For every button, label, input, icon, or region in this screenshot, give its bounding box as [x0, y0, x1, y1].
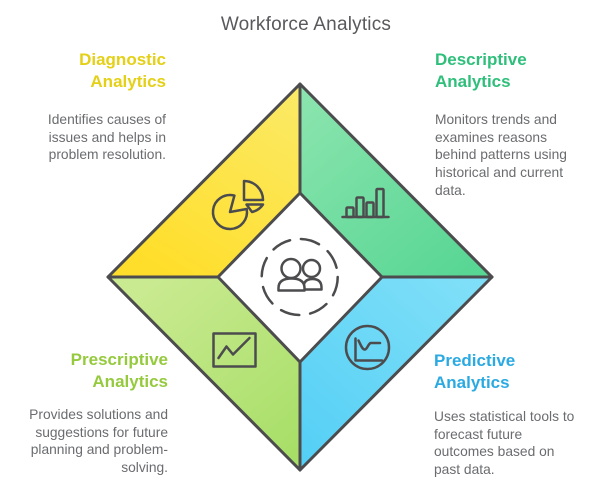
prescriptive-analytics-description: Provides solutions and suggestions for f…: [29, 407, 168, 476]
center-badge: [260, 237, 339, 317]
heading-line: Predictive: [434, 351, 516, 370]
predictive-analytics-description: Uses statistical tools to forecast futur…: [434, 409, 575, 478]
heading-line: Analytics: [435, 72, 511, 91]
heading-line: Diagnostic: [79, 50, 166, 69]
heading-line: Descriptive: [435, 50, 527, 69]
predictive-face: [298, 275, 494, 472]
heading-line: Analytics: [90, 72, 166, 91]
line-chart-box-icon: [212, 332, 257, 368]
diagnostic-analytics-heading: Diagnostic Analytics: [79, 49, 166, 93]
descriptive-analytics-description: Monitors trends and examines reasons beh…: [435, 112, 567, 198]
predictive-analytics-heading: Predictive Analytics: [434, 350, 515, 394]
people-icon: [277, 257, 323, 292]
heading-line: Analytics: [92, 372, 168, 391]
diagnostic-analytics-description: Identifies causes of issues and helps in…: [47, 112, 166, 163]
prescriptive-analytics-heading: Prescriptive Analytics: [71, 349, 168, 393]
line-chart-circle-icon: [344, 324, 391, 371]
descriptive-analytics-heading: Descriptive Analytics: [435, 49, 527, 93]
dashed-circle: [260, 237, 339, 317]
pie-chart-icon: [211, 179, 265, 231]
heading-line: Prescriptive: [70, 350, 168, 369]
page-title: Workforce Analytics: [220, 14, 392, 35]
bar-chart-icon: [341, 187, 390, 219]
heading-line: Analytics: [434, 373, 510, 392]
